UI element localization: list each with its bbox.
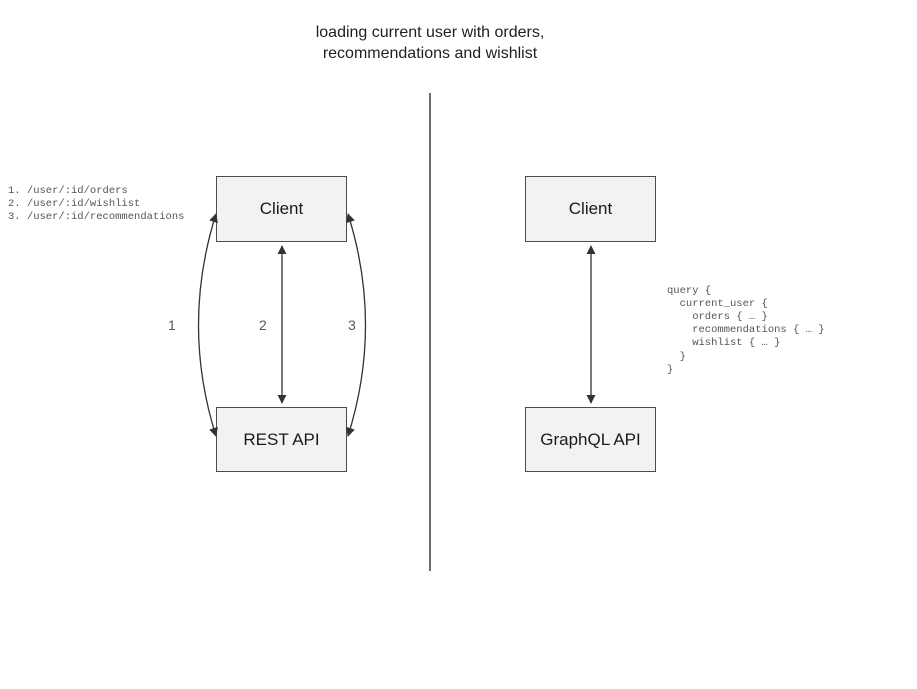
graphql-client-label: Client [568,199,613,218]
rest-client-box: Client [216,176,347,242]
rest-arrow-label-3: 3 [348,317,356,333]
page-title: loading current user with orders, recomm… [315,24,545,62]
panel-divider-line [429,93,431,571]
rest-arrow-1-curve [197,213,218,437]
graphql-client-box: Client [525,176,656,242]
rest-arrow-label-2: 2 [259,317,267,333]
graphql-api-box: GraphQL API [525,407,656,472]
rest-endpoints-list: 1. /user/:id/orders 2. /user/:id/wishlis… [8,184,185,223]
graphql-api-label: GraphQL API [540,429,641,449]
rest-client-label: Client [259,199,304,218]
rest-arrow-label-1: 1 [168,317,176,333]
rest-api-label: REST API [243,429,320,449]
rest-api-box: REST API [216,407,347,472]
graphql-query-code: query { current_user { orders { … } reco… [667,284,825,376]
